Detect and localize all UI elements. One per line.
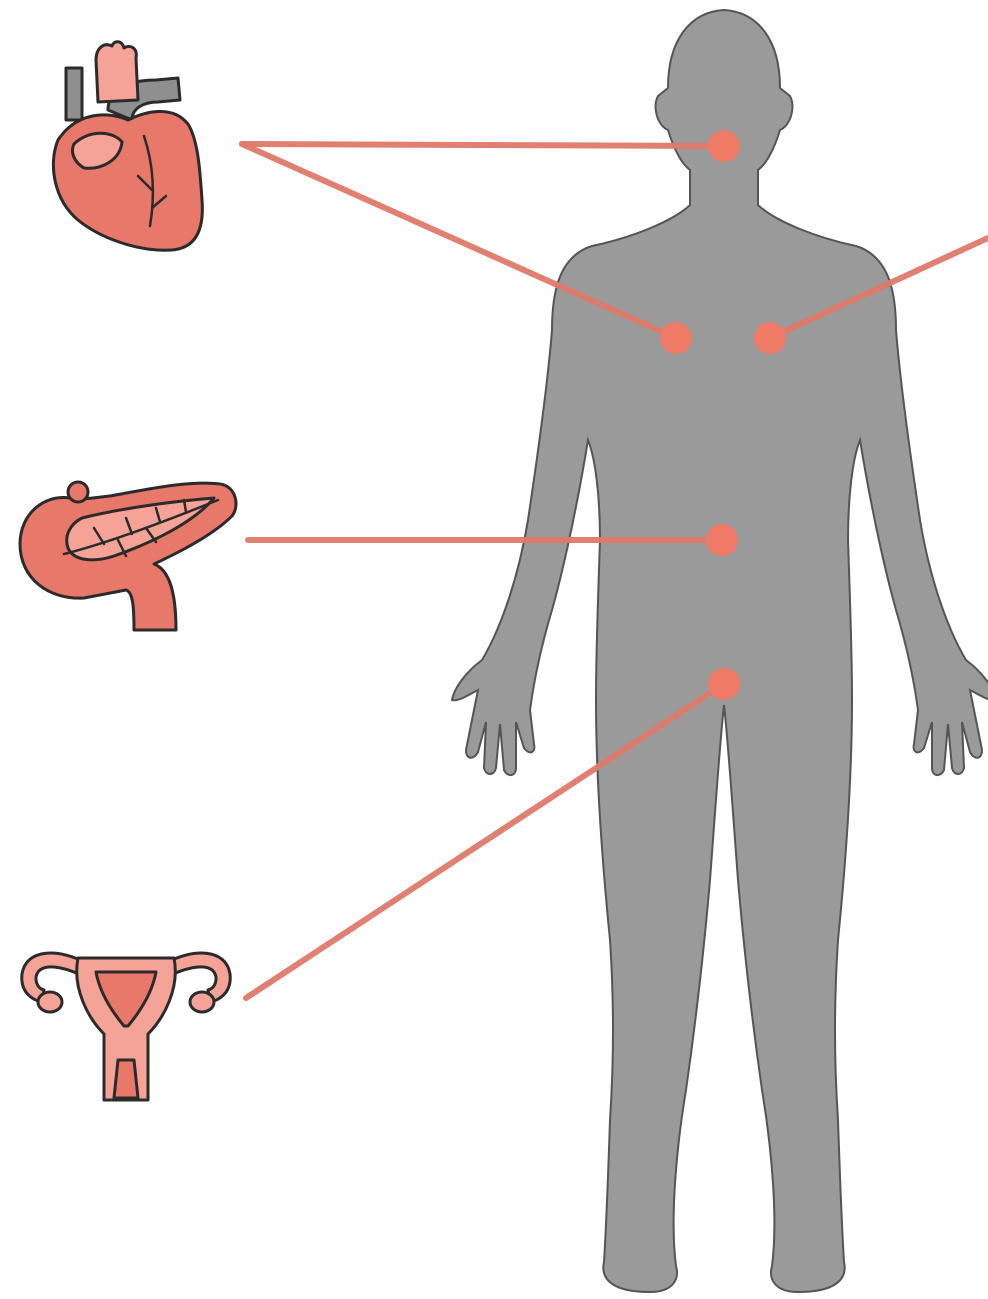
marker-abdomen [706, 524, 738, 556]
marker-neck [708, 130, 740, 162]
marker-right-chest [754, 322, 786, 354]
uterus-icon [22, 953, 230, 1100]
heart-icon [53, 42, 202, 250]
marker-left-chest [660, 322, 692, 354]
connector-heart-to-neck [242, 144, 724, 146]
body-silhouette [452, 10, 988, 1292]
body-outline-shape [452, 10, 988, 1292]
pancreas-icon [20, 482, 236, 630]
marker-pelvis [708, 668, 740, 700]
